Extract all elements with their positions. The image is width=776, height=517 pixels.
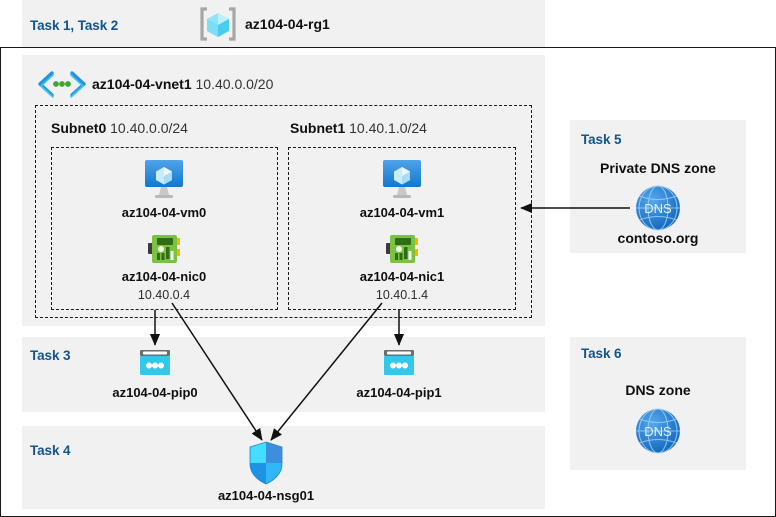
task1-task2-panel — [22, 0, 545, 47]
network-interface-icon — [386, 233, 419, 265]
network-interface-icon — [148, 233, 181, 265]
dns-icon-text: DNS — [644, 201, 672, 216]
public-ip-address-icon — [382, 349, 416, 378]
task3-label: Task 3 — [30, 348, 71, 363]
nic1-private-ip: 10.40.1.4 — [375, 288, 429, 302]
virtual-machine-icon — [379, 158, 425, 200]
subnet1-outline — [288, 147, 516, 310]
public-ip-address-icon — [138, 349, 172, 378]
task6-label: Task 6 — [581, 346, 622, 361]
private-dns-zone-name: contoso.org — [617, 230, 699, 246]
nic0-private-ip: 10.40.0.4 — [137, 288, 191, 302]
subnet0-name: Subnet0 — [51, 120, 107, 136]
vnet-panel — [22, 55, 545, 326]
resource-group-name: az104-04-rg1 — [245, 16, 330, 32]
dns-zone-heading: DNS zone — [625, 382, 691, 398]
task4-label: Task 4 — [30, 443, 71, 458]
resource-group-cube-icon — [198, 6, 238, 42]
task1-task2-label: Task 1, Task 2 — [30, 18, 119, 33]
subnet0-cidr: 10.40.0.0/24 — [110, 120, 188, 136]
subnet0-title: Subnet0 10.40.0.0/24 — [51, 120, 188, 136]
task5-label: Task 5 — [581, 132, 622, 147]
subnet1-name: Subnet1 — [290, 120, 346, 136]
network-security-group-shield-icon — [248, 441, 284, 485]
nsg-name: az104-04-nsg01 — [217, 488, 315, 503]
vm1-name: az104-04-vm1 — [359, 205, 445, 220]
vnet-name: az104-04-vnet1 — [92, 76, 192, 92]
nic1-name: az104-04-nic1 — [359, 269, 445, 284]
virtual-network-icon — [36, 70, 88, 98]
pip0-name: az104-04-pip0 — [112, 385, 198, 400]
vm0-name: az104-04-vm0 — [121, 205, 207, 220]
subnet1-title: Subnet1 10.40.1.0/24 — [290, 120, 427, 136]
virtual-machine-icon — [141, 158, 187, 200]
nic0-name: az104-04-nic0 — [121, 269, 207, 284]
dns-zone-globe-icon: DNS — [631, 183, 685, 233]
pip1-name: az104-04-pip1 — [356, 385, 442, 400]
private-dns-zone-heading: Private DNS zone — [600, 160, 716, 176]
vnet-title: az104-04-vnet1 10.40.0.0/20 — [92, 76, 273, 92]
vnet-address-space: 10.40.0.0/20 — [195, 76, 274, 92]
dns-zone-globe-icon: DNS — [631, 406, 685, 456]
subnet1-cidr: 10.40.1.0/24 — [349, 120, 427, 136]
dns-icon-text: DNS — [644, 424, 672, 439]
task3-panel — [22, 337, 545, 412]
subnet0-outline — [51, 147, 278, 310]
